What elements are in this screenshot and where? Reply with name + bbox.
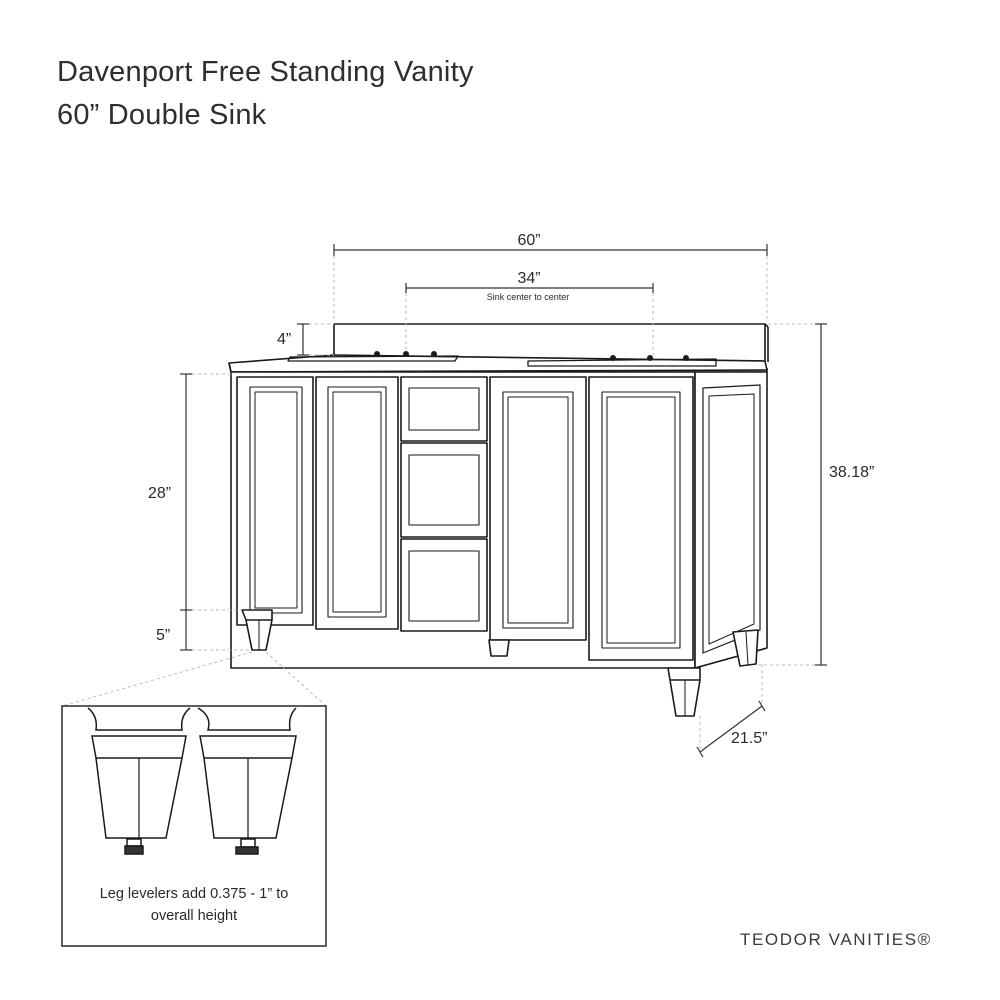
- leg-height-label: 5”: [156, 627, 170, 644]
- width-label: 60”: [517, 232, 540, 249]
- cabinet-front: [230, 371, 768, 669]
- brand-logo-text: TEODOR VANITIES®: [740, 930, 932, 949]
- depth-label: 21.5”: [731, 730, 767, 747]
- leg-detail-right: [197, 707, 297, 855]
- leg-back-right: [732, 629, 759, 667]
- overall-height-label: 38.18”: [829, 464, 874, 481]
- leg-levelers-note-line-1: Leg levelers add 0.375 - 1” to: [100, 886, 289, 902]
- drawer-top: [400, 376, 488, 442]
- leg-levelers-note-line-2: overall height: [151, 908, 237, 924]
- backsplash-label: 4”: [277, 331, 291, 348]
- title-line-1: Davenport Free Standing Vanity: [57, 56, 474, 88]
- leg-detail-box: [61, 705, 327, 947]
- sink-spacing-note: Sink center to center: [487, 292, 570, 302]
- cabinet-height-label: 28”: [148, 485, 171, 502]
- door-right-outer: [588, 376, 694, 661]
- drawer-bottom: [400, 538, 488, 632]
- leg-front-right: [667, 667, 701, 717]
- door-left-outer: [236, 376, 314, 626]
- door-right-inner: [489, 376, 587, 641]
- sink-spacing-label: 34”: [517, 270, 540, 287]
- drawer-middle: [400, 442, 488, 538]
- leg-detail-left: [87, 707, 191, 855]
- countertop: [228, 350, 768, 373]
- leg-front-left: [241, 609, 273, 651]
- leg-center: [488, 639, 510, 657]
- title-line-2: 60” Double Sink: [57, 99, 267, 131]
- door-left-inner: [315, 376, 399, 630]
